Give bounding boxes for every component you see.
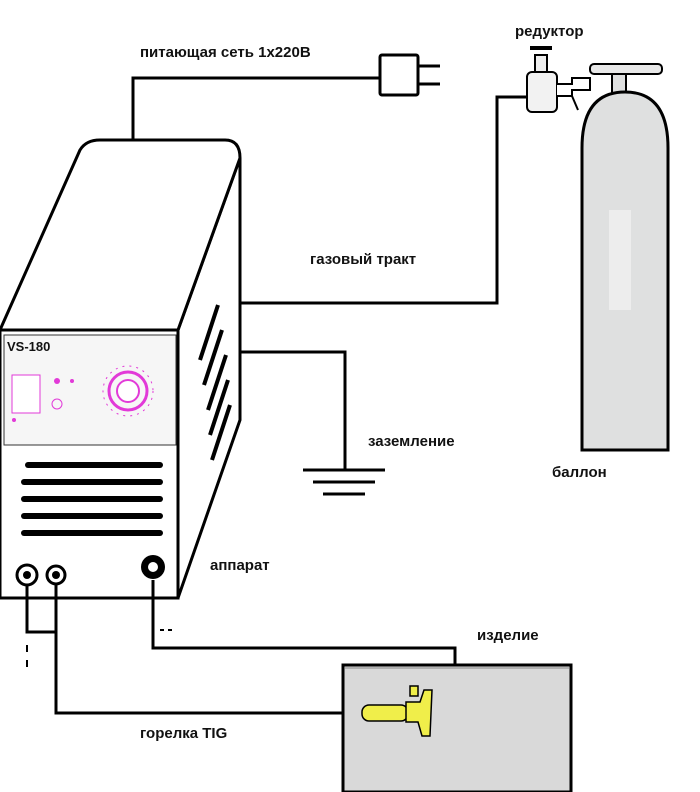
grounding-label: заземление [368, 433, 455, 450]
gas-connector-icon [141, 555, 165, 579]
gas-cylinder [580, 63, 670, 452]
ground-icon [240, 350, 385, 496]
reducer-icon [526, 46, 591, 113]
power-plug-icon [378, 53, 440, 97]
mains-label: питающая сеть 1х220В [140, 44, 311, 61]
tig-torch-icon [361, 685, 433, 737]
socket-icon [45, 564, 67, 586]
gas-path-label: газовый тракт [310, 251, 416, 268]
torch-gas-line [25, 585, 56, 634]
work-cable [151, 580, 457, 668]
workpiece-label: изделие [477, 627, 539, 644]
gas-hose [240, 95, 530, 305]
control-panel: VS-180 [3, 334, 177, 446]
torch-cable [54, 585, 368, 715]
mains-wire [131, 76, 385, 140]
reducer-label: редуктор [515, 23, 584, 40]
socket-icon [15, 563, 39, 587]
model-label: VS-180 [7, 339, 50, 354]
workpiece [341, 663, 573, 792]
cylinder-label: баллон [552, 464, 607, 481]
front-vent-grille [21, 462, 163, 536]
current-knob-icon [102, 365, 154, 417]
apparatus-label: аппарат [210, 557, 270, 574]
torch-label: горелка TIG [140, 725, 227, 742]
